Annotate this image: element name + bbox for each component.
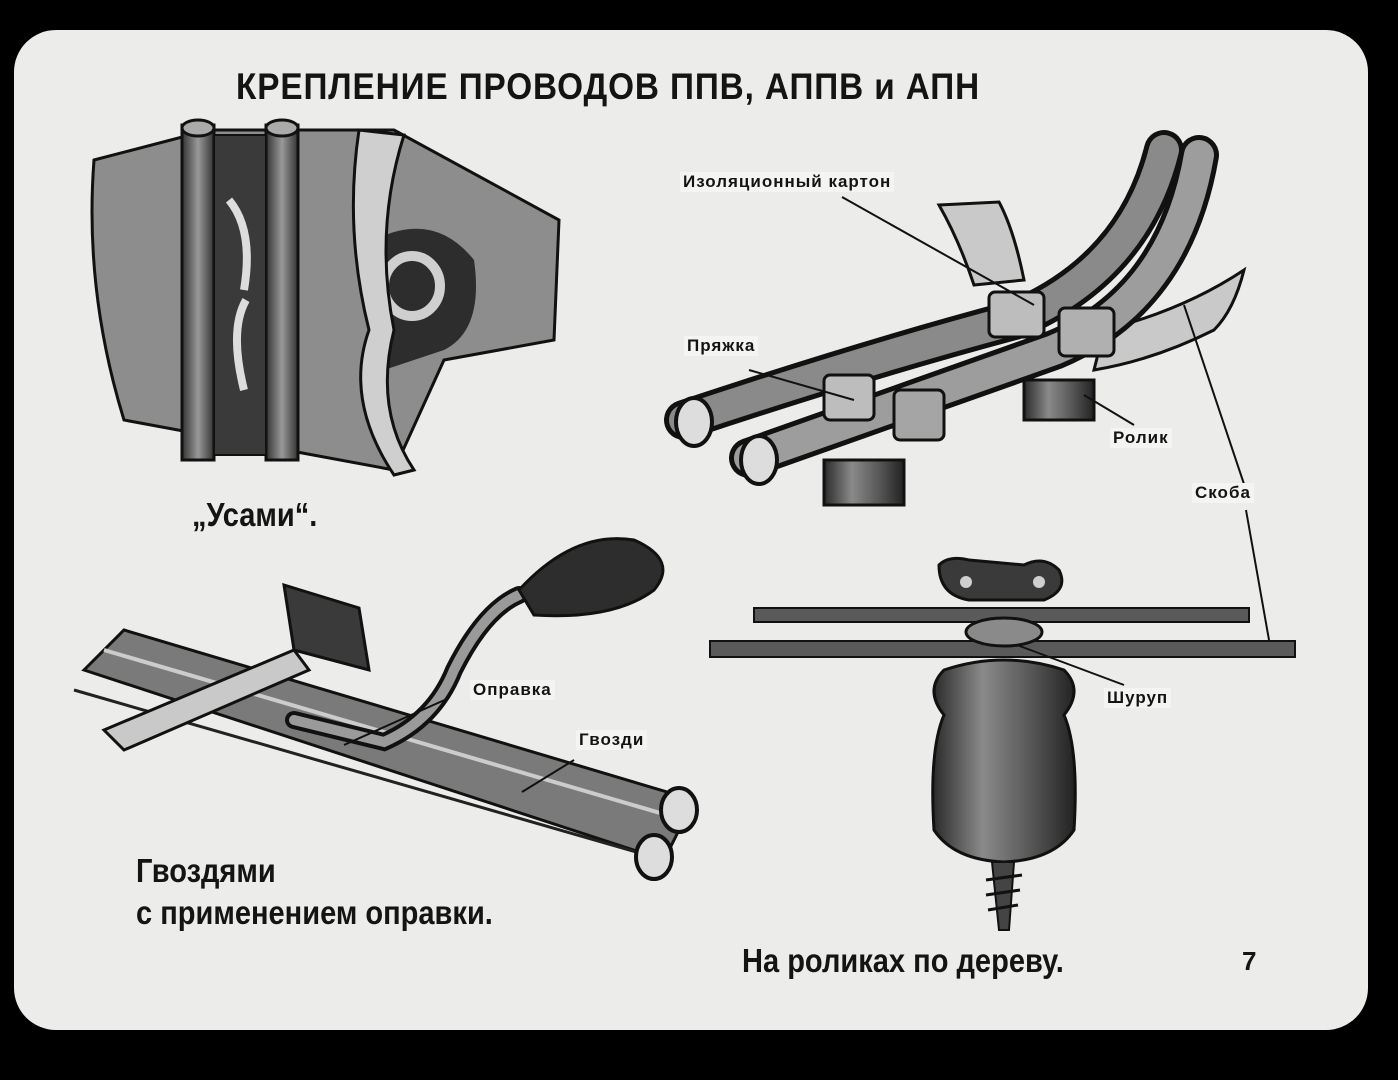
slide: КРЕПЛЕНИЕ ПРОВОДОВ ППВ, АППВ и АПН „Усам… xyxy=(14,30,1368,1030)
illustrations xyxy=(73,118,1296,931)
page-title: КРЕПЛЕНИЕ ПРОВОДОВ ППВ, АППВ и АПН xyxy=(236,66,981,107)
caption-rollers: На роликах по дереву. xyxy=(742,942,1064,979)
caption-usami: „Усами“. xyxy=(192,496,318,533)
roller-screw-illustration xyxy=(709,556,1296,931)
label-screw: Шуруп xyxy=(1104,688,1172,708)
label-roller: Ролик xyxy=(1110,428,1172,448)
label-insulating-cardboard: Изоляционный картон xyxy=(680,172,895,192)
caption-nails-line2: с применением оправки. xyxy=(136,894,493,931)
usami-illustration xyxy=(90,118,561,477)
label-mandrel: Оправка xyxy=(470,680,555,700)
label-bracket: Скоба xyxy=(1192,483,1254,503)
rollers-wires-illustration xyxy=(664,130,1270,641)
label-nails: Гвозди xyxy=(576,730,648,750)
label-buckle: Пряжка xyxy=(684,336,759,356)
page-number: 7 xyxy=(1242,946,1257,976)
caption-nails-line1: Гвоздями xyxy=(136,852,276,889)
nails-mandrel-illustration xyxy=(73,537,699,881)
